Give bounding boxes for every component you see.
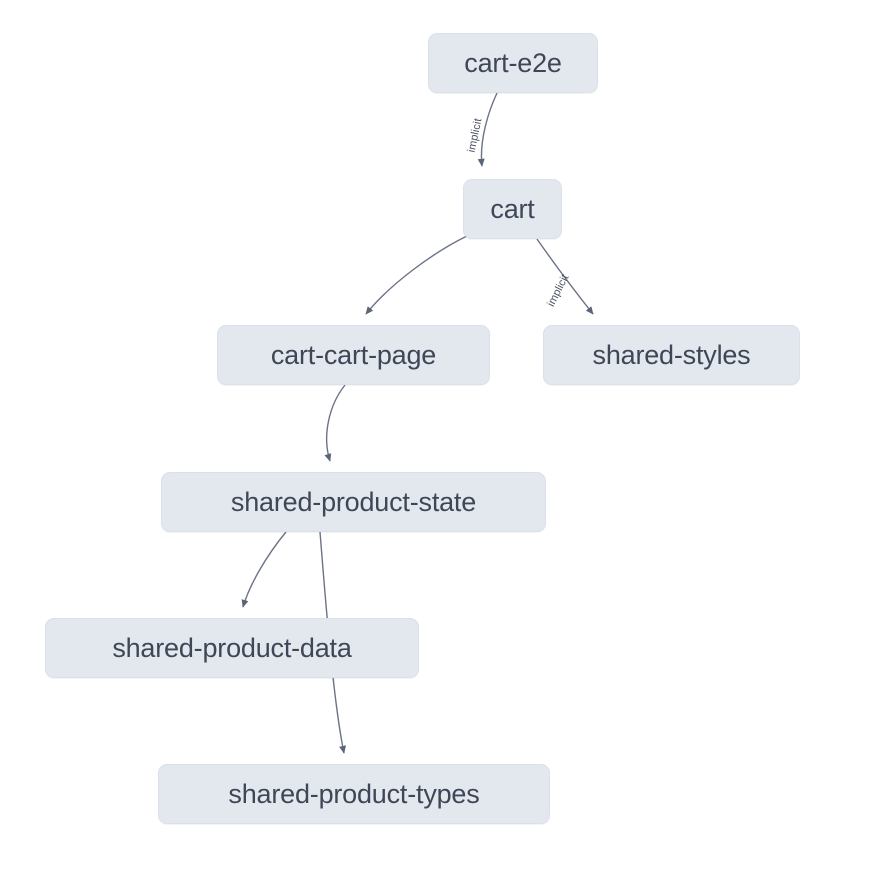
node-shared-product-types[interactable]: shared-product-types [158, 764, 550, 824]
node-label: cart-e2e [464, 47, 562, 78]
edge-cart-e2e-to-cart [477, 92, 498, 167]
edge-cart-cart-page-to-shared-product-state [324, 384, 346, 462]
node-label: shared-product-data [112, 632, 352, 663]
node-label: shared-styles [592, 339, 751, 370]
edge-cart-to-shared-styles [536, 238, 594, 315]
node-shared-product-data[interactable]: shared-product-data [45, 618, 419, 678]
edge-shared-product-state-to-shared-product-data [241, 531, 287, 608]
node-label: cart-cart-page [270, 339, 437, 370]
node-cart-cart-page[interactable]: cart-cart-page [217, 325, 490, 385]
node-cart-e2e[interactable]: cart-e2e [428, 33, 598, 93]
node-label: shared-product-types [228, 778, 480, 809]
edge-label-implicit-cart-e2e-cart: implicit [466, 117, 485, 153]
node-cart[interactable]: cart [463, 179, 562, 239]
edge-label-implicit-cart-shared-styles: implicit [545, 273, 571, 309]
node-label: cart [490, 193, 535, 224]
edge-cart-to-cart-cart-page [365, 235, 468, 315]
node-shared-styles[interactable]: shared-styles [543, 325, 800, 385]
node-shared-product-state[interactable]: shared-product-state [161, 472, 546, 532]
node-label: shared-product-state [230, 486, 477, 517]
